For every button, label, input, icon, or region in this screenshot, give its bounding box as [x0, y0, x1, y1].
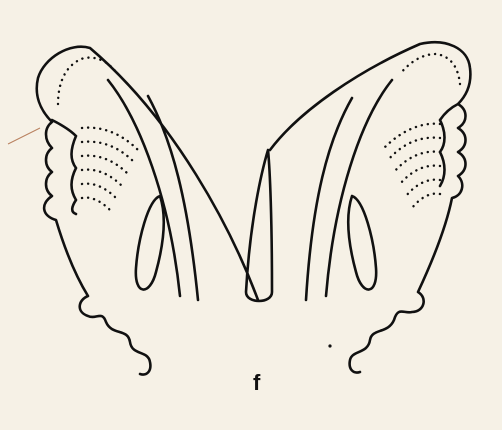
- left-wing-vein-outer: [108, 80, 180, 296]
- right-wing-cell: [348, 196, 376, 290]
- right-wing-inner-margin: [440, 104, 458, 186]
- right-wing-dotted-border: [400, 54, 460, 84]
- right-dotted-band-1: [384, 124, 440, 148]
- left-wing-cell: [136, 196, 164, 290]
- print-speck: [328, 344, 331, 347]
- panel-label: f: [253, 372, 260, 394]
- right-wing-outline: [270, 42, 470, 372]
- right-dotted-band-4: [400, 166, 440, 184]
- left-dotted-band-5: [82, 184, 116, 198]
- left-dotted-band-2: [82, 142, 134, 162]
- print-scratch: [8, 128, 40, 144]
- left-dotted-band-1: [82, 128, 138, 150]
- left-wing-inner-margin: [52, 120, 76, 214]
- right-dotted-band-6: [412, 194, 440, 208]
- right-dotted-band-3: [394, 152, 440, 172]
- left-dotted-band-3: [82, 156, 128, 174]
- left-dotted-band-6: [82, 198, 110, 210]
- right-dotted-band-2: [388, 138, 440, 160]
- right-wing-vein-outer: [326, 80, 392, 296]
